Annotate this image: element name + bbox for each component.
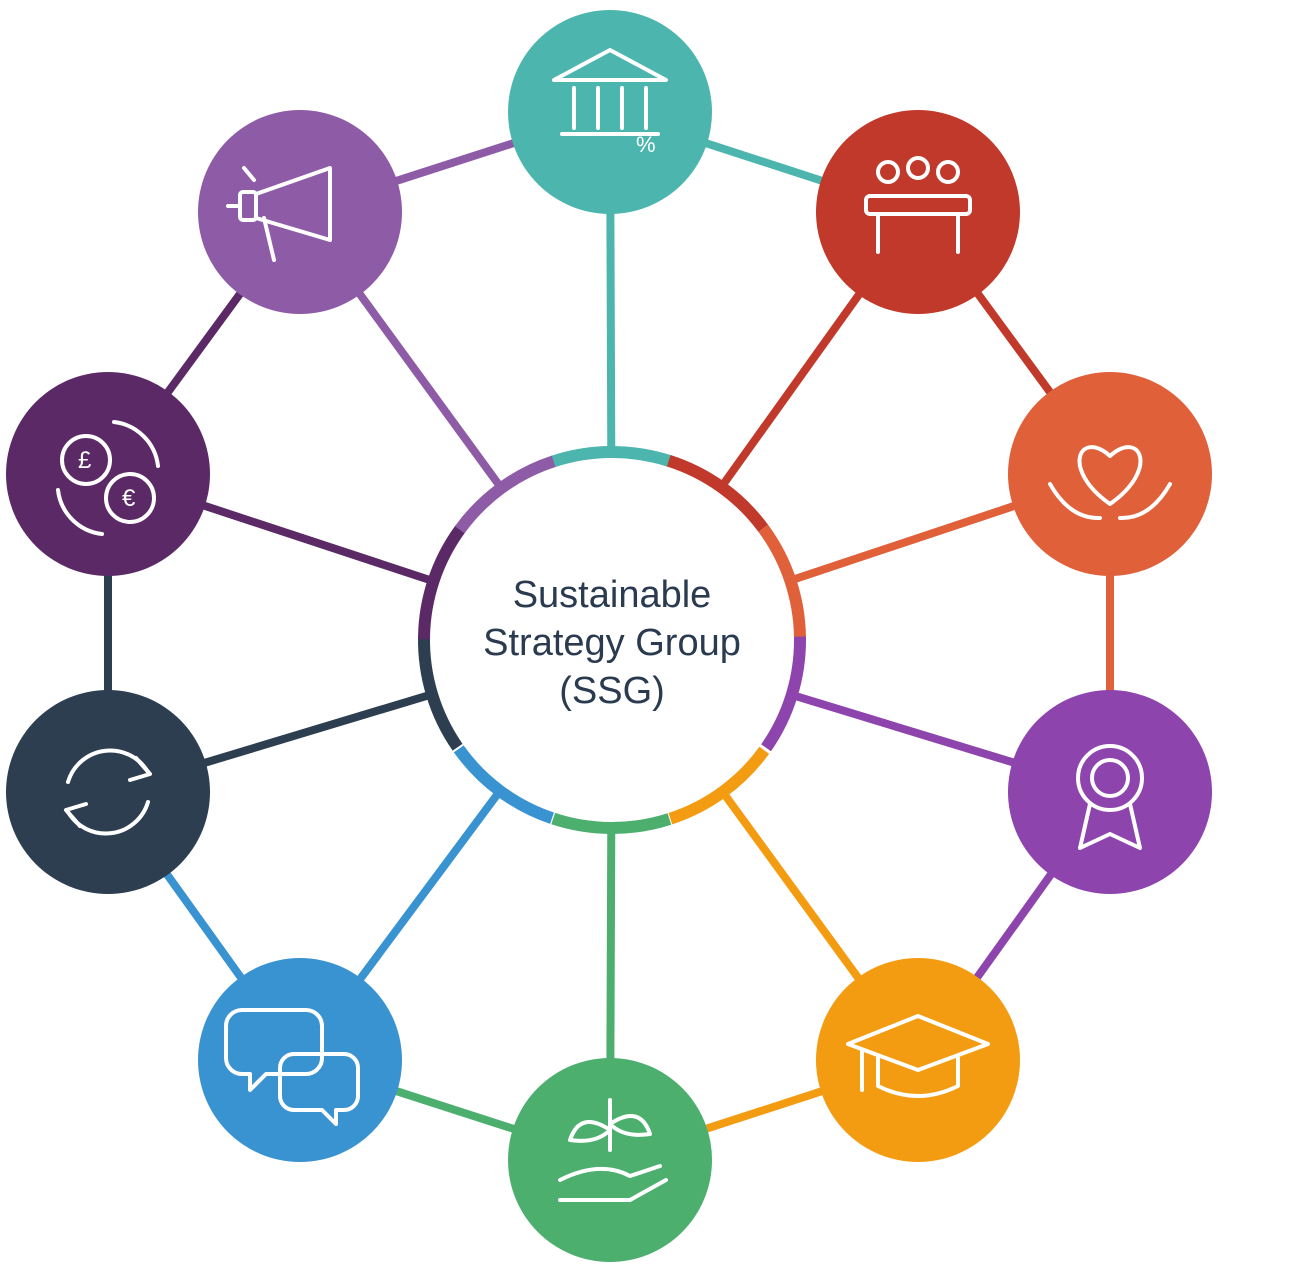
megaphone-icon [226, 166, 332, 262]
node-education [816, 958, 1020, 1162]
bank-percent-icon: % [552, 48, 668, 157]
plant-hand-icon [558, 1098, 668, 1202]
node-circle-growth [508, 1058, 712, 1262]
meeting-table-icon [864, 156, 972, 254]
node-health [1008, 372, 1212, 576]
node-cycle [6, 690, 210, 894]
heart-hands-icon [1048, 445, 1172, 521]
node-circle-marketing [198, 110, 402, 314]
node-group: %£€ [6, 10, 1212, 1262]
node-circle-education [816, 958, 1020, 1162]
award-ribbon-icon [1076, 744, 1144, 850]
node-meeting [816, 110, 1020, 314]
center-ring-segment [761, 636, 806, 752]
center-ring-segment [666, 455, 769, 532]
speech-bubbles-icon [224, 1008, 360, 1126]
center-ring-segment [758, 524, 806, 639]
node-circle-awards [1008, 690, 1212, 894]
node-circle-bank [508, 10, 712, 214]
node-circle-currency [6, 372, 210, 576]
node-conversation [198, 958, 402, 1162]
node-awards [1008, 690, 1212, 894]
node-circle-health [1008, 372, 1212, 576]
center-ring-segment [453, 745, 554, 824]
center-ring-segment [551, 446, 672, 468]
center-ring [418, 446, 806, 834]
center-ring-segment [418, 635, 463, 751]
center-ring-segment [551, 812, 672, 834]
currency-exchange-icon: £€ [56, 420, 160, 536]
svg-text:£: £ [78, 447, 91, 474]
center-ring-segment [418, 525, 466, 640]
center-ring-segment [668, 746, 770, 825]
graduation-cap-icon [846, 1014, 990, 1098]
center-circle [424, 452, 800, 828]
node-bank: % [508, 10, 712, 214]
recycle-arrows-icon [64, 748, 152, 836]
node-currency: £€ [6, 372, 210, 576]
svg-text:%: % [636, 132, 656, 157]
svg-text:€: € [122, 485, 136, 512]
node-circle-cycle [6, 690, 210, 894]
node-growth [508, 1058, 712, 1262]
node-circle-conversation [198, 958, 402, 1162]
node-marketing [198, 110, 402, 314]
center-ring-segment [454, 455, 556, 534]
